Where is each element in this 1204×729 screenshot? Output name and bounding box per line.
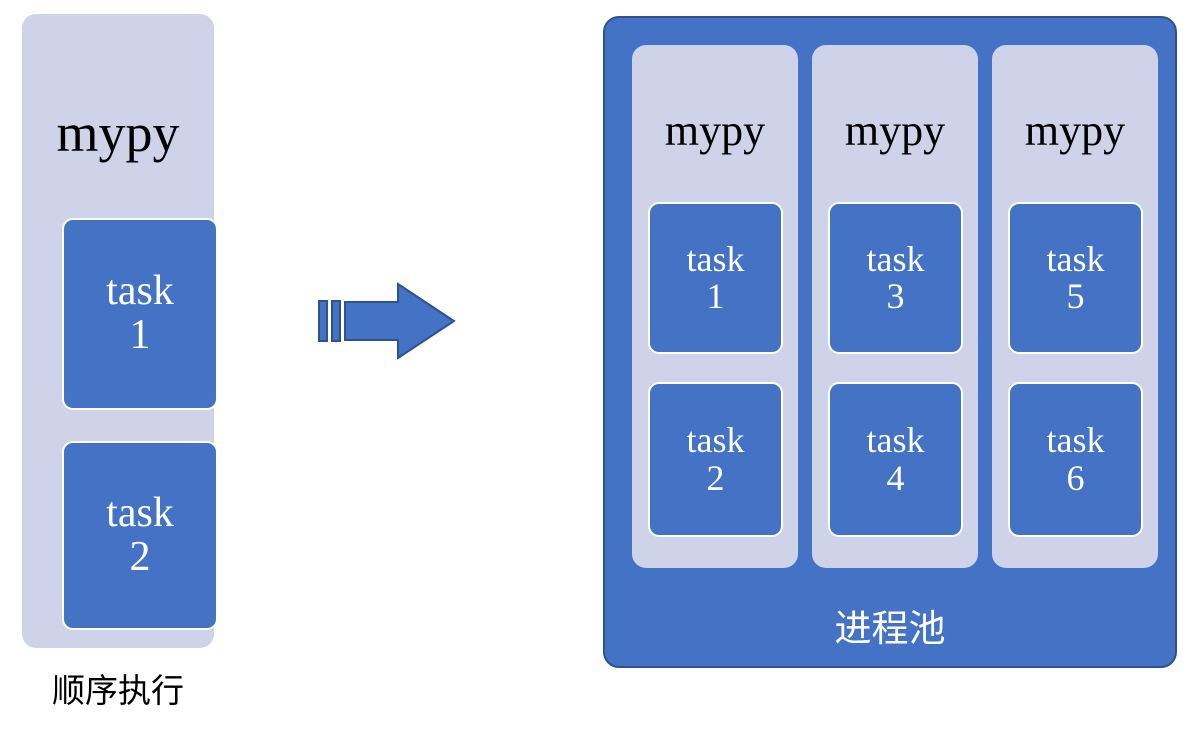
task-number: 1 — [129, 312, 151, 358]
task-box: task 3 — [828, 202, 963, 354]
mypy-process-panel: mypy task 5 task 6 — [992, 45, 1158, 568]
sequential-execution-caption: 顺序执行 — [52, 672, 184, 709]
process-pool-caption: 进程池 — [834, 608, 946, 649]
task-number: 2 — [706, 457, 725, 498]
task-box: task 2 — [648, 382, 783, 537]
mypy-process-label: mypy — [664, 106, 766, 155]
task-box: task 4 — [828, 382, 963, 537]
mypy-process-label: mypy — [844, 106, 946, 155]
right-arrow-icon — [318, 282, 458, 360]
mypy-process-label: mypy — [56, 103, 180, 163]
task-number: 4 — [886, 457, 905, 498]
mypy-process-label: mypy — [1024, 106, 1126, 155]
mypy-process-panel-sequential: mypy task 1 task 2 — [22, 14, 218, 648]
task-number: 2 — [129, 533, 151, 580]
task-number: 3 — [886, 276, 905, 316]
task-number: 6 — [1066, 457, 1085, 498]
task-box: task 6 — [1008, 382, 1143, 537]
task-box: task 2 — [62, 441, 218, 630]
task-word: task — [1046, 238, 1105, 279]
mypy-process-panel: mypy task 3 task 4 — [812, 45, 978, 568]
task-word: task — [866, 420, 925, 461]
task-word: task — [106, 489, 174, 536]
task-box: task 1 — [648, 202, 783, 354]
task-box: task 5 — [1008, 202, 1143, 354]
task-box: task 1 — [62, 218, 218, 410]
task-number: 1 — [706, 276, 725, 316]
task-word: task — [866, 238, 925, 279]
task-number: 5 — [1066, 276, 1085, 316]
task-word: task — [686, 420, 745, 461]
task-word: task — [106, 268, 174, 315]
task-word: task — [1046, 420, 1105, 461]
mypy-process-panel: mypy task 1 task 2 — [632, 45, 798, 568]
task-word: task — [686, 238, 745, 279]
process-pool-container: mypy task 1 task 2 mypy task 3 task 4 my… — [603, 16, 1177, 668]
sequential-execution-group: mypy task 1 task 2 顺序执行 — [0, 0, 300, 729]
